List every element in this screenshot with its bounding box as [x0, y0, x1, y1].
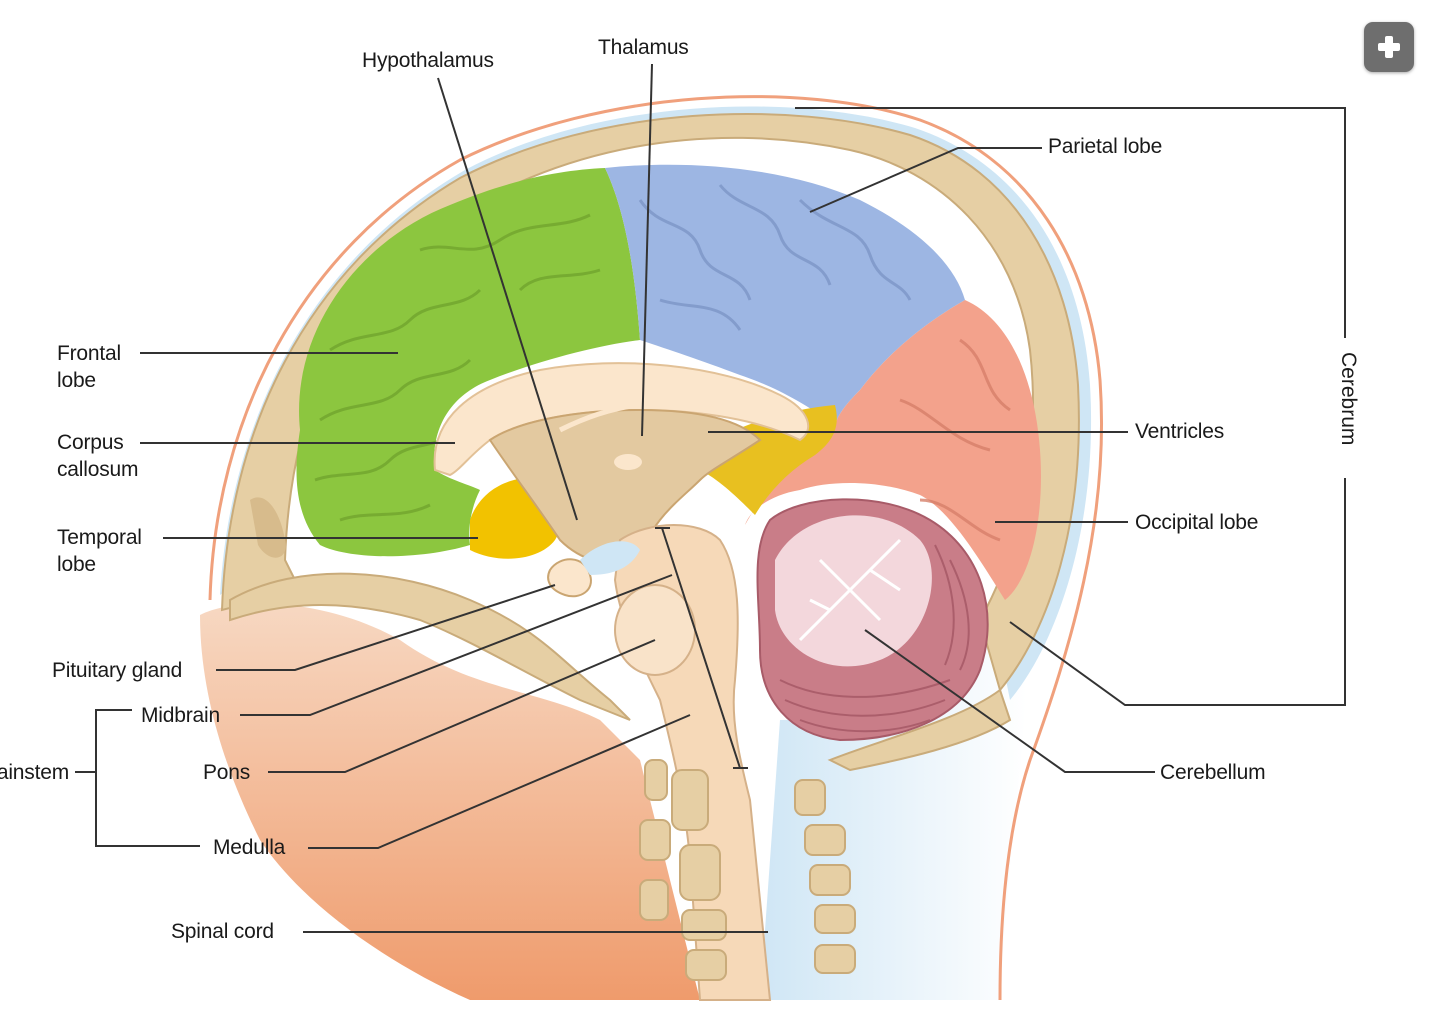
label-pituitary-gland: Pituitary gland: [52, 659, 183, 682]
label-brainstem: Brainstem: [0, 761, 69, 784]
brainstem-bracket: [75, 709, 200, 847]
leader-parietal-lobe: [809, 147, 1042, 213]
leader-cerebellum: [864, 629, 1155, 773]
occipital-lobe-shape: [745, 300, 1041, 600]
label-cerebellum: Cerebellum: [1160, 761, 1266, 784]
leader-midbrain: [240, 574, 673, 716]
zoom-button[interactable]: [1364, 22, 1414, 72]
label-corpus-callosum-line1: Corpus: [57, 431, 124, 454]
label-thalamus: Thalamus: [598, 36, 689, 59]
label-parietal-lobe: Parietal lobe: [1048, 135, 1163, 158]
label-cerebrum: Cerebrum: [1337, 352, 1360, 446]
label-corpus-callosum-line2: callosum: [57, 458, 139, 481]
cerebellum-folia: [779, 544, 970, 733]
label-medulla: Medulla: [213, 836, 286, 859]
label-midbrain: Midbrain: [141, 704, 220, 727]
leader-thalamus: [641, 63, 653, 437]
skull-base: [229, 572, 631, 721]
label-hypothalamus: Hypothalamus: [362, 49, 494, 72]
label-frontal-lobe-line1: Frontal: [57, 342, 121, 365]
label-temporal-lobe-line2: lobe: [57, 553, 96, 576]
scalp: [208, 95, 1104, 1001]
frontal-gyri: [314, 213, 601, 522]
label-frontal-lobe: Frontal lobe: [57, 340, 121, 394]
diencephalon: [488, 408, 762, 565]
label-spinal-cord: Spinal cord: [171, 920, 274, 943]
plus-icon: [1378, 36, 1400, 58]
leader-hypothalamus: [437, 77, 578, 521]
label-temporal-lobe: Temporal lobe: [57, 524, 142, 578]
label-frontal-lobe-line2: lobe: [57, 369, 96, 392]
arbor-vitae: [798, 538, 902, 642]
label-temporal-lobe-line1: Temporal: [57, 526, 142, 549]
label-corpus-callosum: Corpus callosum: [57, 429, 138, 483]
leader-pituitary: [216, 584, 556, 671]
leader-lines: [75, 63, 1346, 933]
pituitary-shape: [547, 558, 592, 598]
label-occipital-lobe: Occipital lobe: [1135, 511, 1259, 534]
leader-pons: [268, 639, 656, 773]
leader-medulla: [308, 714, 691, 849]
parietal-gyri: [638, 184, 912, 331]
brainstem-measure: [661, 527, 741, 769]
occipital-gyri: [899, 338, 1011, 542]
label-pons: Pons: [203, 761, 251, 784]
cerebrum-bracket: [795, 107, 1346, 706]
occipital-bone: [827, 688, 1012, 772]
pons-shape: [614, 584, 696, 676]
face-skin: [200, 603, 700, 1000]
label-ventricles: Ventricles: [1135, 420, 1225, 443]
parietal-lobe-shape: [605, 164, 965, 426]
